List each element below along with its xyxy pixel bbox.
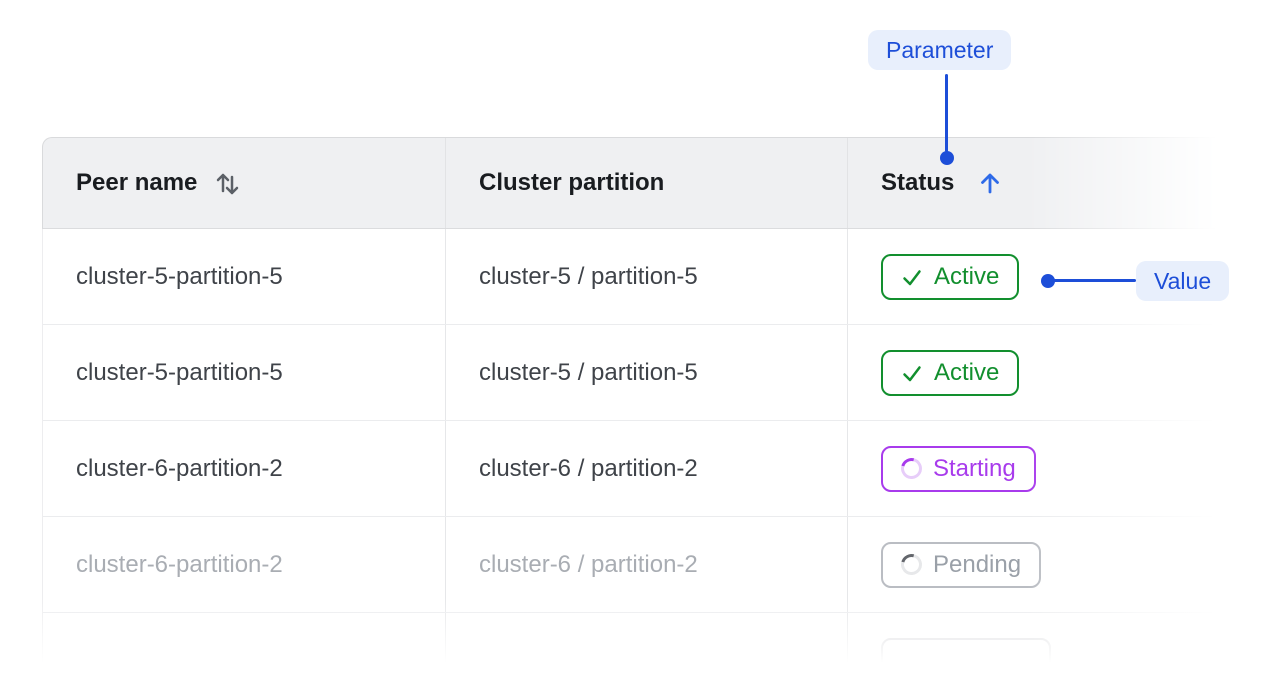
- table-row: cluster-6-partition-2 cluster-6 / partit…: [43, 421, 1242, 517]
- cell-peer-name: cluster-6-partition-2: [43, 421, 446, 516]
- status-badge: Starting: [881, 445, 1036, 492]
- cell-peer-name: cluster-5-partition-5: [43, 325, 446, 420]
- header-cell-cluster-partition: Cluster partition: [446, 138, 848, 228]
- annotation-parameter-pill: Parameter: [868, 30, 1012, 70]
- cell-status: Active: [848, 325, 1242, 420]
- header-cell-peer-name[interactable]: Peer name: [43, 138, 446, 228]
- value-connector-line: [1052, 279, 1136, 282]
- table-header-row: Peer name Cluster partition Status: [42, 137, 1242, 229]
- status-badge: [881, 638, 1051, 684]
- parameter-connector-dot: [940, 151, 954, 165]
- header-label-cluster-partition: Cluster partition: [479, 169, 665, 196]
- annotation-value-label: Value: [1154, 267, 1212, 294]
- status-badge-label: Starting: [933, 454, 1016, 482]
- status-badge-label: Active: [934, 262, 1000, 290]
- cell-cluster-partition: [446, 613, 848, 688]
- cell-cluster-partition: cluster-6 / partition-2: [446, 421, 848, 516]
- annotation-value-pill: Value: [1136, 261, 1230, 301]
- cell-peer-name: cluster-6-partition-2: [43, 517, 446, 612]
- cell-cluster-partition: cluster-5 / partition-5: [446, 325, 848, 420]
- status-badge: Pending: [881, 541, 1042, 588]
- status-badge-label: Active: [934, 358, 1000, 386]
- value-connector-dot: [1041, 274, 1055, 288]
- table-body: cluster-5-partition-5 cluster-5 / partit…: [42, 229, 1242, 688]
- spinner-icon: [897, 454, 926, 483]
- cell-status: Pending: [848, 517, 1242, 612]
- cell-cluster-partition: cluster-5 / partition-5: [446, 229, 848, 324]
- table-row: cluster-5-partition-5 cluster-5 / partit…: [43, 229, 1242, 325]
- parameter-connector-line: [945, 74, 948, 152]
- header-label-peer-name: Peer name: [76, 169, 198, 196]
- check-icon: [901, 266, 923, 288]
- status-badge: Active: [881, 253, 1020, 300]
- status-badge: Active: [881, 349, 1020, 396]
- peers-table: Peer name Cluster partition Status: [42, 137, 1242, 688]
- cell-status: Active: [848, 229, 1242, 324]
- cell-status: Starting: [848, 421, 1242, 516]
- spinner-icon: [897, 550, 926, 579]
- sort-toggle-icon[interactable]: [213, 168, 241, 198]
- table-row: [43, 613, 1242, 688]
- cell-cluster-partition: cluster-6 / partition-2: [446, 517, 848, 612]
- cell-status: [848, 613, 1242, 688]
- table-row: cluster-6-partition-2 cluster-6 / partit…: [43, 517, 1242, 613]
- sort-ascending-icon[interactable]: [976, 169, 1004, 197]
- cell-peer-name: [43, 613, 446, 688]
- status-badge-label: Pending: [933, 550, 1022, 578]
- annotation-parameter-label: Parameter: [886, 36, 994, 63]
- header-label-status: Status: [881, 169, 955, 196]
- table-row: cluster-5-partition-5 cluster-5 / partit…: [43, 325, 1242, 421]
- cell-peer-name: cluster-5-partition-5: [43, 229, 446, 324]
- header-cell-status[interactable]: Status: [848, 138, 1242, 228]
- check-icon: [901, 362, 923, 384]
